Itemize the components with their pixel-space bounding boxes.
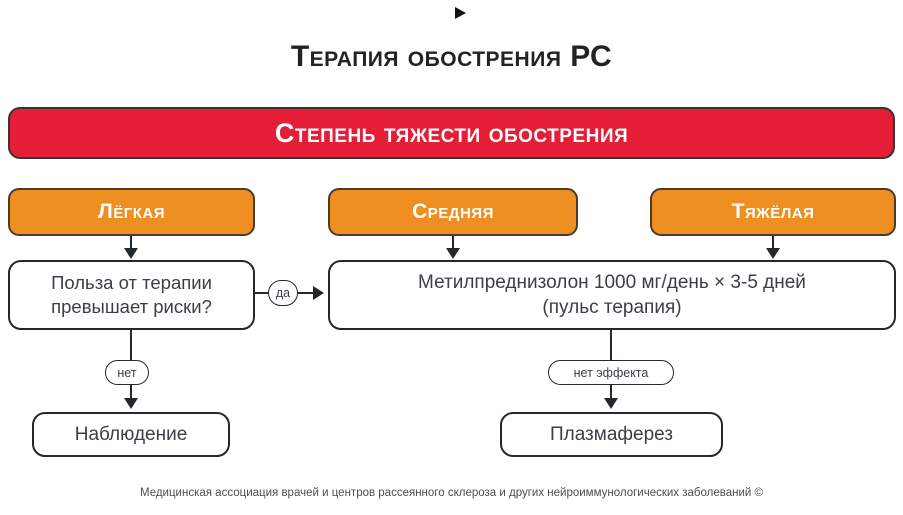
- decision-line-2: превышает риски?: [51, 296, 212, 317]
- edge-label-no: нет: [105, 360, 149, 385]
- connector-decision-to-yes: [255, 292, 269, 294]
- severity-button-mild[interactable]: Лёгкая: [8, 188, 255, 236]
- treatment-line-1: Метилпреднизолон 1000 мг/день × 3-5 дней: [418, 271, 806, 293]
- connector-severe-to-treatment: [772, 236, 774, 249]
- arrowhead-moderate-to-treatment: [446, 248, 460, 259]
- decision-line-1: Польза от терапии: [51, 271, 212, 293]
- outcome-box-observation: Наблюдение: [32, 412, 230, 457]
- connector-decision-to-no: [130, 330, 132, 361]
- edge-label-no-effect: нет эффекта: [548, 360, 674, 385]
- connector-treatment-to-no-effect: [610, 330, 612, 361]
- connector-moderate-to-treatment: [452, 236, 454, 249]
- edge-label-yes: да: [268, 280, 298, 306]
- treatment-box-methylprednisolone: Метилпреднизолон 1000 мг/день × 3-5 дней…: [328, 260, 896, 330]
- page-title: Терапия обострения РС: [290, 40, 613, 73]
- arrowhead-yes-to-treatment: [313, 286, 324, 300]
- treatment-line-2: (пульс терапия): [542, 297, 682, 318]
- severity-button-moderate[interactable]: Средняя: [328, 188, 578, 236]
- footer-attribution: Медицинская ассоциация врачей и центров …: [139, 487, 763, 499]
- arrowhead-mild-to-decision: [124, 248, 138, 259]
- connector-no-to-observation: [130, 385, 132, 399]
- decision-box-benefit-vs-risk: Польза от терапии превышает риски?: [8, 260, 255, 330]
- arrowhead-no-to-observation: [124, 398, 138, 409]
- connector-yes-to-treatment: [298, 292, 314, 294]
- severity-button-severe[interactable]: Тяжёлая: [650, 188, 896, 236]
- severity-banner: Степень тяжести обострения: [8, 107, 895, 159]
- arrowhead-severe-to-treatment: [766, 248, 780, 259]
- connector-mild-to-decision: [130, 236, 132, 249]
- decision-box-text: Польза от терапии превышает риски?: [51, 271, 212, 320]
- connector-no-effect-to-plasmapheresis: [610, 385, 612, 399]
- arrowhead-no-effect-to-plasmapheresis: [604, 398, 618, 409]
- play-triangle-icon: [455, 7, 466, 19]
- treatment-box-text: Метилпреднизолон 1000 мг/день × 3-5 дней…: [418, 270, 806, 320]
- outcome-box-plasmapheresis: Плазмаферез: [500, 412, 723, 457]
